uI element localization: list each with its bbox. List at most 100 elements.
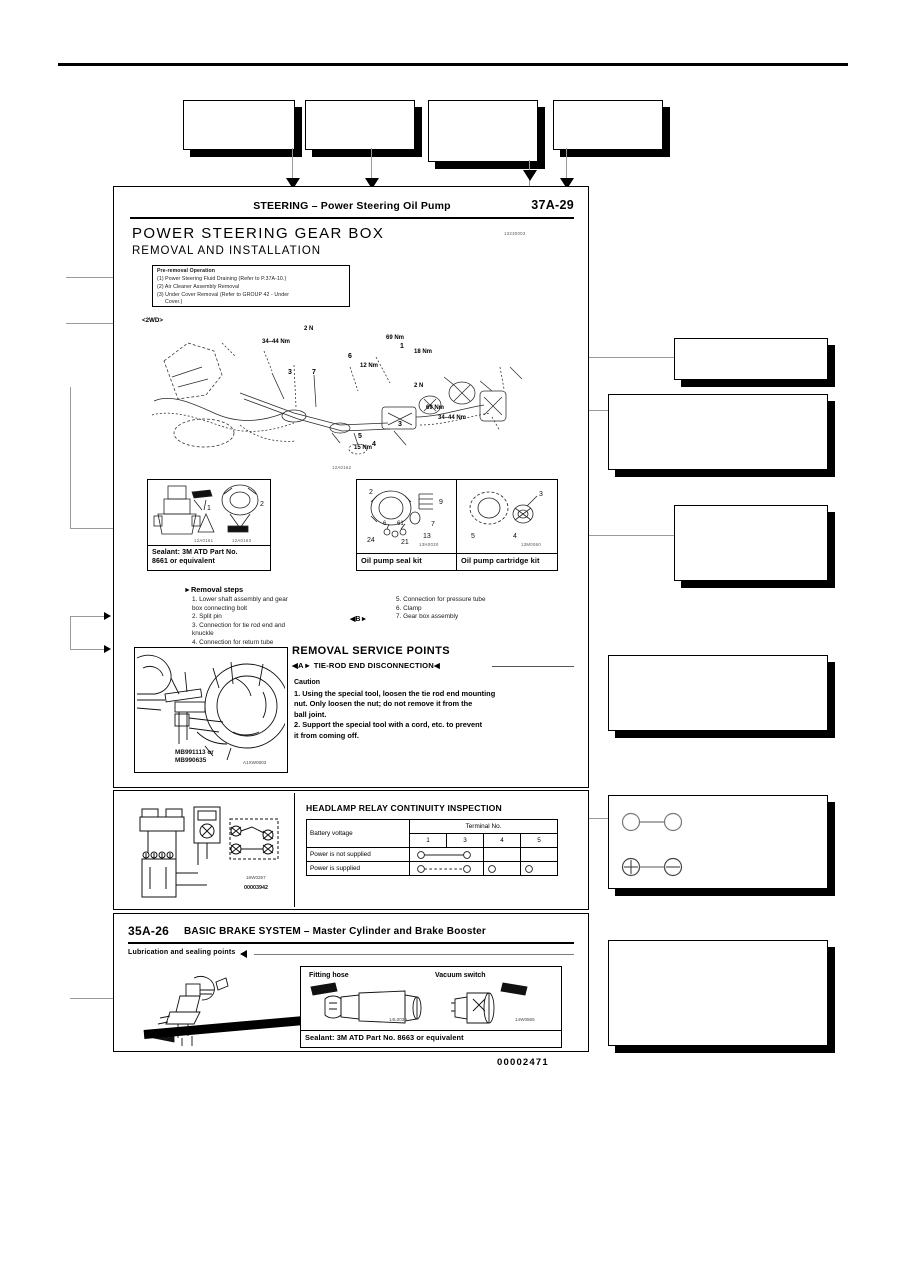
vacuum-switch-label: Vacuum switch <box>435 972 486 979</box>
table-subheader-row: 1 3 4 5 <box>307 833 558 848</box>
brake-subtitle-arrow <box>240 950 247 958</box>
document-id: 00002471 <box>497 1057 549 1068</box>
sealant-application-diagram: 1 2 <box>153 484 264 535</box>
table-row: Power is not supplied <box>306 847 558 862</box>
page-header: STEERING – Power Steering Oil Pump 37A-2… <box>130 198 574 216</box>
removal-step-3b: knuckle <box>192 630 214 638</box>
removal-steps-title: ►Removal steps <box>184 585 244 594</box>
callout-top-1[interactable] <box>183 100 295 150</box>
callout-top-3[interactable] <box>428 100 538 162</box>
torque-label-5: 18 Nm <box>414 349 433 355</box>
svg-text:61: 61 <box>397 521 404 527</box>
open-circle-icon <box>488 864 496 873</box>
callout-right-2[interactable] <box>608 394 828 470</box>
svg-text:13: 13 <box>423 533 431 540</box>
open-circle-icon <box>525 864 533 873</box>
tie-rod-illustration-panel: MB991113 or MB990635 A1XW0003 <box>134 647 288 773</box>
svg-text:MB990635: MB990635 <box>175 757 207 764</box>
brake-subtitle-leader <box>254 954 574 955</box>
table-col-5: 5 <box>520 833 558 848</box>
removal-step-1: 1. Lower shaft assembly and gear <box>192 596 288 603</box>
seal-kit-caption: Oil pump seal kit <box>357 553 457 570</box>
removal-step-1b: box connecting bolt <box>192 604 248 612</box>
callout-right-6[interactable] <box>608 940 828 1046</box>
item-number-1: 1 <box>400 343 404 350</box>
svg-text:00003942: 00003942 <box>244 885 268 891</box>
sealant-panel: 1 2 12A0161 12A0163 Sealant: 3M ATD Part… <box>147 479 271 571</box>
caution-title: Caution <box>294 679 321 686</box>
sealant-caption-line2: 8661 or equivalent <box>152 558 215 565</box>
torque-label-8: 15 Nm <box>354 445 373 451</box>
callout-top-2-arrow <box>365 178 379 189</box>
leader-steps-b-arrow <box>104 645 111 653</box>
callout-right-5[interactable] <box>608 795 828 889</box>
page-title: POWER STEERING GEAR BOX <box>132 225 385 242</box>
item-number-3: 3 <box>288 369 292 376</box>
leader-steps-b <box>70 649 106 651</box>
continuity-solid-icon <box>417 850 471 859</box>
svg-text:1: 1 <box>207 505 211 512</box>
cartridge-kit-fig-code: 13M0060 <box>521 542 542 547</box>
svg-text:3: 3 <box>539 491 543 498</box>
brake-page-number: 35A-26 <box>128 924 170 938</box>
table-cell-empty-4 <box>483 847 521 862</box>
page-number: 37A-29 <box>531 198 574 212</box>
removal-step-5: 5. Connection for pressure tube <box>396 596 486 603</box>
pre-removal-item-2: (2) Air Cleaner Assembly Removal <box>157 284 240 290</box>
svg-text:2: 2 <box>260 501 264 508</box>
caution-item-1b: nut. Only loosen the nut; do not remove … <box>294 699 473 709</box>
diagram-code: 12A0162 <box>332 465 352 470</box>
brake-page-title: BASIC BRAKE SYSTEM – Master Cylinder and… <box>184 926 486 937</box>
callout-right-4[interactable] <box>608 655 828 731</box>
seal-kit-fig-code: 13H0030 <box>419 542 439 547</box>
caution-item-1: 1. Using the special tool, loosen the ti… <box>294 689 496 698</box>
svg-text:14W0565: 14W0565 <box>515 1017 535 1022</box>
table-cell-circle-4 <box>483 861 521 876</box>
header-rule <box>130 217 574 220</box>
callout-top-2[interactable] <box>305 100 415 150</box>
item-number-7: 7 <box>312 369 316 376</box>
svg-text:4: 4 <box>513 533 517 540</box>
callout-right-3[interactable] <box>674 505 828 581</box>
tie-rod-disconnection-drawing: MB991113 or MB990635 A1XW0003 <box>136 654 285 765</box>
table-row-header: Battery voltage <box>306 819 410 848</box>
table-col-1: 1 <box>409 833 447 848</box>
callout-top-3-arrow <box>523 170 537 181</box>
caution-item-1c: ball joint. <box>294 709 327 719</box>
page2-divider <box>294 793 295 907</box>
torque-label-6: 2 N <box>414 383 424 389</box>
brake-system-page: 35A-26 BASIC BRAKE SYSTEM – Master Cylin… <box>113 913 589 1052</box>
brake-subtitle: Lubrication and sealing points <box>128 949 236 956</box>
service-points-title: REMOVAL SERVICE POINTS <box>292 645 450 657</box>
item-number-5: 5 <box>358 433 362 440</box>
seal-kit-diagram: 2 9 7 13 21 24 6 61 <box>367 489 443 546</box>
callout-right-5-leader <box>570 818 608 820</box>
svg-text:7: 7 <box>431 521 435 528</box>
headlamp-relay-table: Battery voltage Terminal No. 1 3 4 5 Pow… <box>306 819 558 876</box>
table-header-row: Battery voltage Terminal No. <box>306 819 558 848</box>
cartridge-kit-caption: Oil pump cartridge kit <box>457 553 557 570</box>
headlamp-relay-title: HEADLAMP RELAY CONTINUITY INSPECTION <box>306 803 502 813</box>
callout-top-4[interactable] <box>553 100 663 150</box>
table-row: Power is supplied <box>306 861 558 876</box>
leader-steps-a-arrow <box>104 612 111 620</box>
removal-steps-right: 5. Connection for pressure tube 6. Clamp… <box>396 596 486 622</box>
item-number-6: 6 <box>348 353 352 360</box>
pre-removal-item-4: Cover.) <box>165 299 183 305</box>
removal-step-4: 4. Connection for return tube <box>192 638 274 646</box>
callout-right-1[interactable] <box>674 338 828 380</box>
torque-label-9: 69 Nm <box>426 405 445 411</box>
svg-text:14L0036: 14L0036 <box>389 1017 407 1022</box>
brake-sealant-caption: Sealant: 3M ATD Part No. 8663 or equival… <box>301 1030 561 1047</box>
table-row-label-supplied: Power is supplied <box>306 861 410 876</box>
brake-header-rule <box>128 942 574 945</box>
table-group-header: Terminal No. <box>409 819 558 834</box>
leader-steps-vert <box>70 616 72 650</box>
removal-step-2: 2. Split pin <box>192 613 222 621</box>
leader-steps-a <box>70 616 106 618</box>
drive-type-label: <2WD> <box>142 317 163 324</box>
continuity-cell-dashed <box>409 861 484 876</box>
svg-text:2: 2 <box>369 489 373 496</box>
table-col-4: 4 <box>483 833 521 848</box>
service-points-rule <box>492 666 574 667</box>
